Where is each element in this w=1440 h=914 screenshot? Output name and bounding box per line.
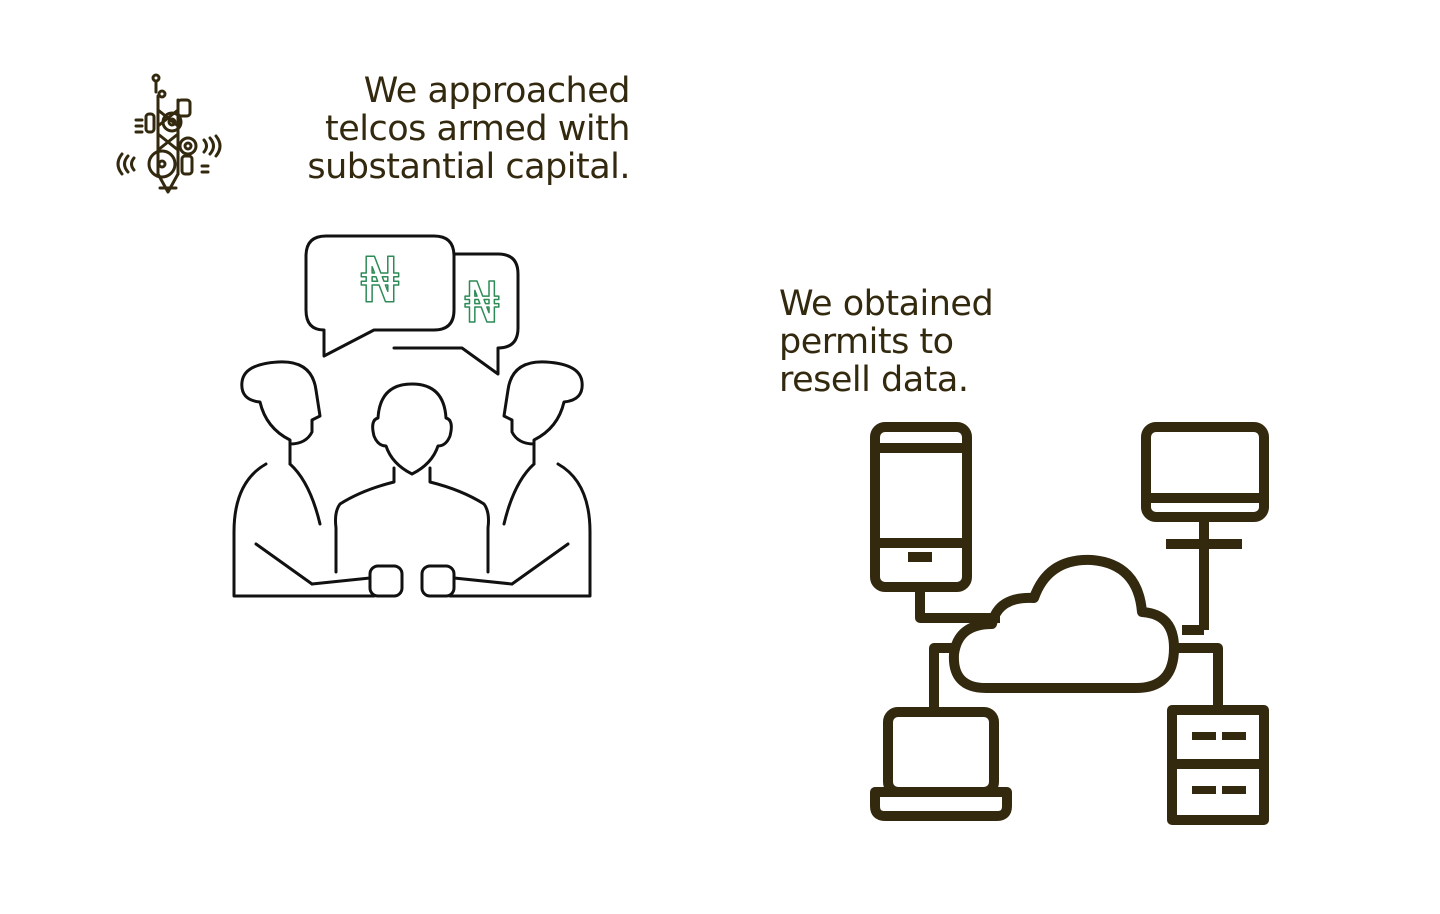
cloud-icon [948, 554, 1179, 693]
section-one-heading: We approached telcos armed with substant… [307, 71, 630, 187]
monitor-icon [1141, 422, 1269, 522]
laptop-icon [883, 707, 999, 797]
section-two-heading: We obtained permits to resell data. [779, 284, 994, 400]
naira-symbol-back: ₦ [464, 271, 500, 336]
people-discussing-naira-icon: ₦ ₦ [226, 232, 598, 602]
cloud-network-devices-icon [866, 418, 1274, 826]
naira-symbol-front: ₦ [360, 244, 399, 317]
telecom-tower-icon [116, 70, 226, 196]
